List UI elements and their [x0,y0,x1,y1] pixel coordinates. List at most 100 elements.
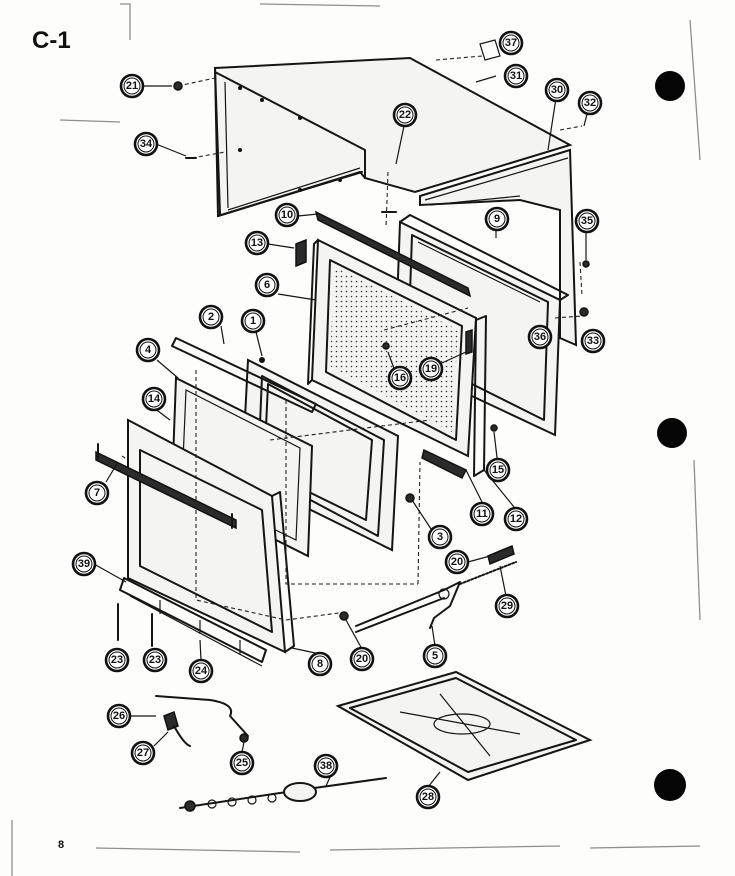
svg-text:12: 12 [510,513,522,525]
fasteners [173,81,590,621]
svg-text:10: 10 [281,209,293,221]
punch-hole-bottom [654,769,686,801]
callout-33: 33 [580,328,606,354]
callout-16b: 19 [418,356,444,382]
svg-text:29: 29 [501,600,513,612]
callout-31: 31 [503,63,529,89]
callout-39: 39 [71,551,97,577]
callout-35: 35 [574,208,600,234]
svg-text:1: 1 [250,315,256,327]
svg-text:33: 33 [587,335,599,347]
svg-text:38: 38 [320,760,332,772]
callout-7: 7 [84,480,110,506]
punch-hole-top [655,71,685,101]
callout-23a: 23 [104,647,130,673]
callout-3: 3 [427,524,453,550]
callout-25: 25 [229,750,255,776]
bottom-trim-rail [119,577,267,667]
wire-harness [155,695,249,747]
inner-door-frame [307,238,478,458]
punch-hole-middle [657,418,687,448]
callout-6: 6 [254,272,280,298]
callout-36: 36 [527,324,553,350]
callout-23b: 23 [142,647,168,673]
svg-text:23: 23 [111,654,123,666]
latch-spring [459,544,517,585]
svg-text:19: 19 [425,363,437,375]
assembly-lines [121,55,583,621]
svg-text:32: 32 [584,97,596,109]
svg-text:27: 27 [137,747,149,759]
svg-text:23: 23 [149,654,161,666]
callout-8: 8 [307,651,333,677]
callout-32: 32 [577,90,603,116]
svg-text:21: 21 [126,80,138,92]
callout-2: 2 [198,304,224,330]
svg-text:39: 39 [78,558,90,570]
callout-9: 9 [484,206,510,232]
vent-strip [314,210,472,298]
svg-text:2: 2 [208,311,214,323]
callout-14: 14 [141,386,167,412]
callout-12: 12 [503,506,529,532]
callout-22: 22 [392,102,418,128]
callout-1: 1 [240,308,266,334]
svg-text:4: 4 [145,344,152,356]
svg-text:34: 34 [140,138,153,150]
svg-text:3: 3 [437,531,443,543]
callout-19: 20 [444,549,470,575]
front-door [127,418,295,654]
callout-10: 10 [274,202,300,228]
svg-text:16: 16 [394,372,406,384]
screws [117,603,153,647]
callout-24: 24 [188,658,214,684]
svg-text:25: 25 [236,757,248,769]
svg-text:13: 13 [251,237,263,249]
svg-text:15: 15 [492,464,504,476]
svg-text:11: 11 [476,508,488,520]
meat-probe [179,777,387,812]
top-trim-strip [171,337,317,413]
svg-text:5: 5 [432,650,438,662]
svg-text:20: 20 [356,653,368,665]
svg-text:6: 6 [264,279,270,291]
outer-cabinet-wrapper [213,39,573,218]
svg-text:31: 31 [510,70,522,82]
callout-16a: 16 [387,365,413,391]
callout-30: 30 [544,77,570,103]
svg-text:37: 37 [505,37,517,49]
latch-lever [355,581,461,633]
small-bracket [295,238,307,268]
scan-artifacts [11,3,701,876]
page-heading: C-1 [32,27,71,54]
side-panel [419,148,578,347]
svg-text:14: 14 [148,393,161,405]
callout-34: 34 [133,131,159,157]
callout-38: 38 [313,753,339,779]
svg-text:22: 22 [399,109,411,121]
callout-37: 37 [498,30,524,56]
callout-15: 15 [485,457,511,483]
svg-text:9: 9 [494,213,500,225]
callout-21: 21 [119,73,145,99]
svg-text:20: 20 [451,556,463,568]
svg-text:30: 30 [551,84,563,96]
callout-4: 4 [135,337,161,363]
callout-11: 11 [469,501,495,527]
page-number: 8 [58,839,64,851]
svg-text:26: 26 [113,710,125,722]
callout-29: 29 [494,593,520,619]
svg-text:24: 24 [195,665,208,677]
callout-26: 26 [106,703,132,729]
callout-13: 13 [244,230,270,256]
callout-28: 28 [415,784,441,810]
svg-text:28: 28 [422,791,434,803]
callout-5: 5 [422,643,448,669]
svg-text:8: 8 [317,658,323,670]
drip-tray [335,670,593,782]
callout-27: 27 [130,740,156,766]
svg-text:35: 35 [581,215,593,227]
callout-20: 20 [349,646,375,672]
